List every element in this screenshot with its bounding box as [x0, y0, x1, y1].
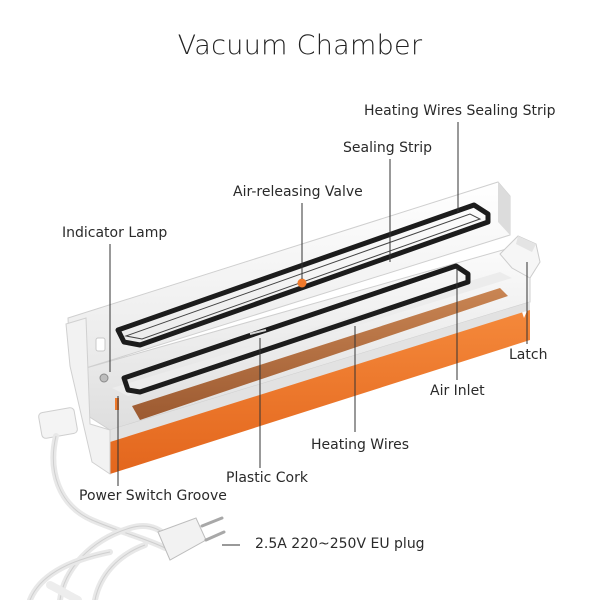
orange-base-band	[92, 304, 530, 474]
label-eu-plug: 2.5A 220~250V EU plug	[255, 536, 425, 552]
eu-plug-pin-bottom	[204, 530, 226, 542]
label-heating-wires: Heating Wires	[311, 437, 410, 453]
label-indicator-lamp: Indicator Lamp	[62, 225, 168, 241]
lid	[67, 181, 511, 369]
eu-plug-pin-top	[200, 516, 224, 528]
eu-plug-body	[157, 517, 207, 561]
label-sealing-strip: Sealing Strip	[343, 140, 432, 156]
heating-wires-shape	[132, 288, 508, 420]
diagram-title: Vacuum Chamber	[177, 30, 423, 61]
label-latch: Latch	[509, 347, 548, 363]
label-plastic-cork: Plastic Cork	[226, 470, 308, 486]
indicator-lamp-light	[95, 337, 106, 352]
leader-lines	[109, 122, 528, 546]
indicator-lamp-screw	[99, 373, 109, 383]
sealing-strip-shape	[115, 202, 491, 348]
power-switch-groove-mark	[115, 398, 119, 410]
label-heating-wires-sealing-strip: Heating Wires Sealing Strip	[364, 103, 556, 119]
base	[65, 235, 541, 475]
label-power-switch-groove: Power Switch Groove	[79, 488, 227, 504]
label-air-inlet: Air Inlet	[430, 383, 485, 399]
air-releasing-valve-dot	[297, 278, 307, 288]
heating-wires-sealing-strip-shape	[121, 263, 471, 395]
label-air-releasing-valve: Air-releasing Valve	[233, 184, 363, 200]
power-cord	[27, 407, 226, 600]
